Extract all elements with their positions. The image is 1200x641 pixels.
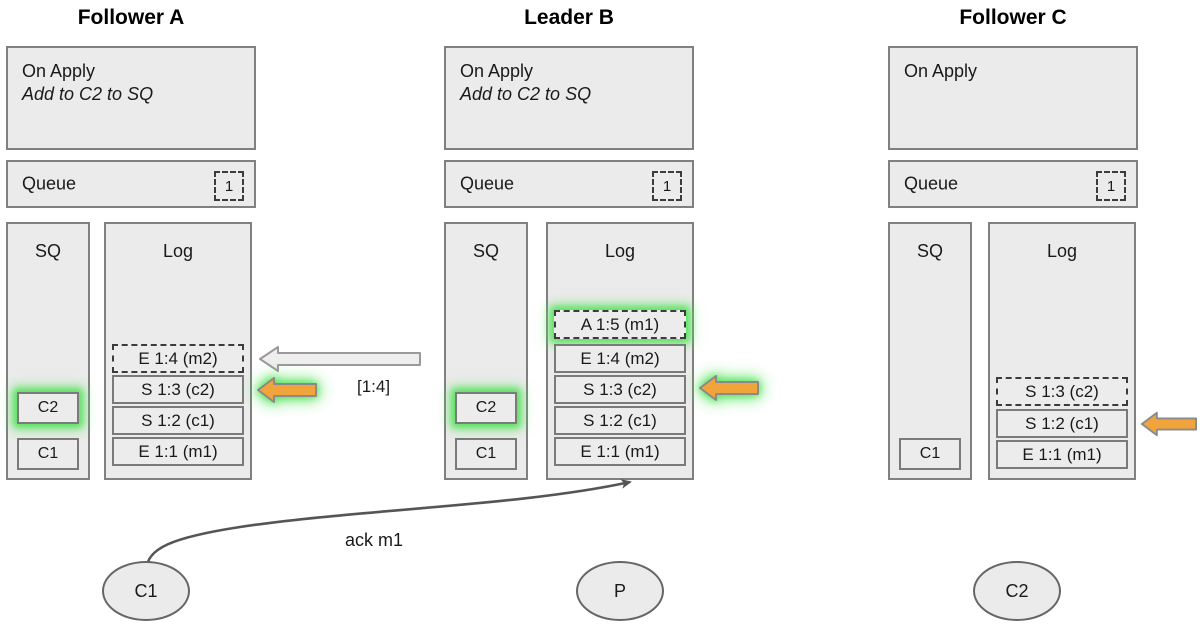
sq-panel-title-a: SQ: [34, 241, 61, 261]
log-entry-c-1: S 1:2 (c1): [996, 409, 1128, 438]
log-entry-b-0: A 1:5 (m1): [554, 310, 686, 339]
queue-label-a: Queue: [22, 173, 77, 194]
queue-box-follower-a: Queue 1: [6, 160, 256, 208]
column-title-follower-c: Follower C: [959, 6, 1067, 29]
apply-arrow-leader-b: [699, 375, 759, 401]
column-title-leader-b: Leader B: [524, 6, 614, 29]
log-entry-a-0: E 1:4 (m2): [112, 344, 244, 373]
apply-arrow-follower-c-wrap: [1140, 408, 1198, 445]
column-title-follower-a: Follower A: [77, 6, 185, 29]
queue-box-follower-c: Queue 1: [888, 160, 1138, 208]
apply-arrow-follower-a-wrap: [256, 374, 318, 411]
queue-box-leader-b: Queue 1: [444, 160, 694, 208]
on-apply-title-a: On Apply: [22, 61, 96, 81]
log-entry-b-2: S 1:3 (c2): [554, 375, 686, 404]
sq-panel-title-c: SQ: [916, 241, 943, 261]
sq-panel-leader-b: SQ: [444, 222, 528, 480]
on-apply-action-a: Add to C2 to SQ: [22, 84, 154, 104]
sq-panel-title-b: SQ: [472, 241, 499, 261]
log-entry-a-1: S 1:3 (c2): [112, 375, 244, 404]
log-panel-title-c: Log: [1046, 241, 1078, 261]
queue-count-badge-c: 1: [1096, 171, 1126, 201]
on-apply-box-follower-c: On Apply: [888, 46, 1138, 150]
log-panel-title-b: Log: [604, 241, 636, 261]
log-entry-b-1: E 1:4 (m2): [554, 344, 686, 373]
ack-m1-arrow: [145, 479, 632, 574]
apply-arrow-leader-b-wrap: [698, 372, 760, 409]
log-entry-b-4: E 1:1 (m1): [554, 437, 686, 466]
apply-arrow-follower-c: [1140, 411, 1198, 437]
client-node-c1: C1: [102, 561, 190, 621]
replication-range-label: [1:4]: [357, 377, 391, 396]
producer-node-p: P: [576, 561, 664, 621]
on-apply-box-follower-a: On Apply Add to C2 to SQ: [6, 46, 256, 150]
sq-panel-follower-a: SQ: [6, 222, 90, 480]
on-apply-action-b: Add to C2 to SQ: [460, 84, 592, 104]
log-entry-c-0: S 1:3 (c2): [996, 377, 1128, 406]
sq-entry-a-1: C1: [17, 438, 79, 470]
log-entry-a-3: E 1:1 (m1): [112, 437, 244, 466]
on-apply-box-leader-b: On Apply Add to C2 to SQ: [444, 46, 694, 150]
queue-count-badge-a: 1: [214, 171, 244, 201]
log-entry-a-2: S 1:2 (c1): [112, 406, 244, 435]
sq-entry-b-0: C2: [455, 392, 517, 424]
sq-entry-c-0: C1: [899, 438, 961, 470]
ack-m1-label: ack m1: [345, 530, 404, 550]
sq-entry-b-1: C1: [455, 438, 517, 470]
sq-entry-a-0: C2: [17, 392, 79, 424]
log-panel-title-a: Log: [162, 241, 194, 261]
log-entry-b-3: S 1:2 (c1): [554, 406, 686, 435]
queue-label-b: Queue: [460, 173, 515, 194]
apply-arrow-follower-a: [257, 377, 317, 403]
client-node-c2: C2: [973, 561, 1061, 621]
on-apply-title-c: On Apply: [904, 61, 978, 81]
queue-count-badge-b: 1: [652, 171, 682, 201]
queue-label-c: Queue: [904, 173, 959, 194]
sq-panel-follower-c: SQ: [888, 222, 972, 480]
log-entry-c-2: E 1:1 (m1): [996, 440, 1128, 469]
on-apply-title-b: On Apply: [460, 61, 534, 81]
replication-arrow-gray: [259, 346, 421, 372]
